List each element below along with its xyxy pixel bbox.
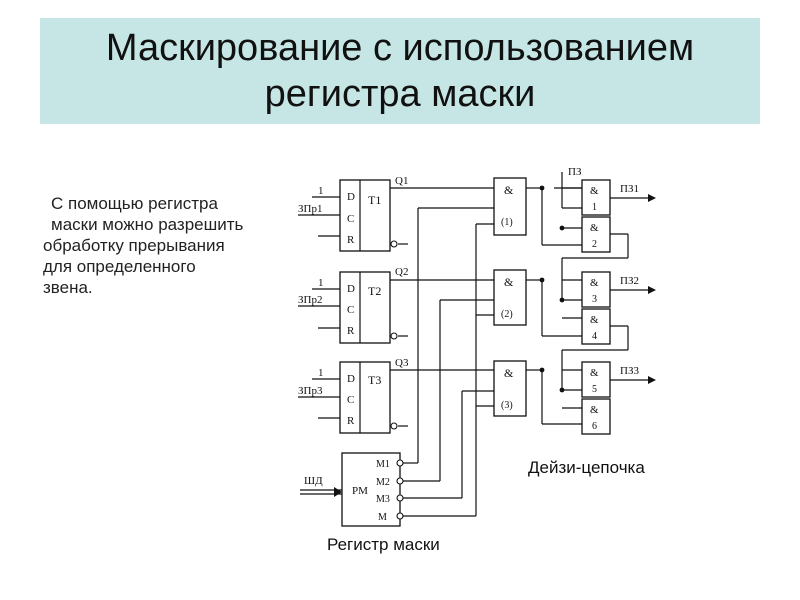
description-line: маски можно разрешить <box>51 215 244 234</box>
trigger-d-label: D <box>347 373 355 385</box>
mask-wires <box>403 207 494 517</box>
output-q3: Q3 <box>395 357 409 369</box>
chain-gate-number: 6 <box>592 421 597 432</box>
chain-gate-number: 5 <box>592 384 597 395</box>
chain-output-2: ПЗ2 <box>620 275 639 287</box>
mask-output-m1: М1 <box>376 459 390 470</box>
trigger-c-label: C <box>347 394 354 406</box>
chain-gate-symbol: & <box>590 277 599 289</box>
mask-output-m3: М3 <box>376 494 390 505</box>
trigger-d-label: D <box>347 191 355 203</box>
description-line: звена. <box>43 278 93 297</box>
trigger-t1: D C R T1 <box>339 179 391 252</box>
chain-output-1: ПЗ1 <box>620 183 639 195</box>
trigger-outputs: Q1 Q2 Q3 <box>390 175 494 430</box>
output-q1: Q1 <box>395 175 408 187</box>
description-text: С помощью регистра маски можно разрешить… <box>43 193 283 298</box>
input-level-3: 1 <box>318 367 324 379</box>
output-q2: Q2 <box>395 266 408 278</box>
and-gate-1: & (1) <box>493 177 527 236</box>
chain-input-label: ПЗ <box>568 166 582 178</box>
chain-output-3: ПЗ3 <box>620 365 639 377</box>
trigger-t3: D C R T3 <box>339 361 391 434</box>
trigger-c-label: C <box>347 304 354 316</box>
mask-output-m2: М2 <box>376 477 390 488</box>
and-gate-label: (3) <box>501 400 513 411</box>
chain-gate-3: & 3 <box>581 271 611 308</box>
title-line-2: регистра маски <box>264 73 536 115</box>
mask-register: РМ М1 М2 М3 М ШД <box>300 452 404 527</box>
and-symbol: & <box>504 183 514 197</box>
trigger-r-label: R <box>347 415 355 427</box>
trigger-name: T2 <box>368 284 381 298</box>
mask-register-caption: Регистр маски <box>327 535 440 554</box>
description-line: С помощью регистра <box>51 194 218 213</box>
and-symbol: & <box>504 275 514 289</box>
input-level-2: 1 <box>318 277 324 289</box>
trigger-d-label: D <box>347 283 355 295</box>
trigger-name: T3 <box>368 373 381 387</box>
input-signal-3: ЗПр3 <box>298 385 323 397</box>
chain-gate-symbol: & <box>590 314 599 326</box>
chain-gate-symbol: & <box>590 404 599 416</box>
and-gate-3: & (3) <box>493 360 527 417</box>
description-line: обработку прерывания <box>43 236 225 255</box>
and-gate-label: (2) <box>501 309 513 320</box>
and-symbol: & <box>504 366 514 380</box>
chain-gate-1: & 1 <box>581 179 611 216</box>
trigger-c-label: C <box>347 213 354 225</box>
chain-gate-number: 2 <box>592 239 597 250</box>
slide-title: Маскирование с использованием регистра м… <box>40 18 760 124</box>
trigger-t2: D C R T2 <box>339 271 391 344</box>
daisy-chain-caption: Дейзи-цепочка <box>528 458 645 477</box>
trigger-r-label: R <box>347 325 355 337</box>
input-signal-1: ЗПр1 <box>298 203 322 215</box>
chain-gate-5: & 5 <box>581 361 611 398</box>
and-gate-2: & (2) <box>493 269 527 326</box>
mask-output-m: М <box>378 512 387 523</box>
trigger-r-label: R <box>347 234 355 246</box>
chain-gate-number: 3 <box>592 294 597 305</box>
mask-register-name: РМ <box>352 485 368 497</box>
chain-gate-symbol: & <box>590 222 599 234</box>
trigger-name: T1 <box>368 193 381 207</box>
chain-gate-2: & 2 <box>581 216 611 253</box>
data-bus-label: ШД <box>304 475 323 487</box>
chain-gate-number: 4 <box>592 331 597 342</box>
chain-gate-number: 1 <box>592 202 597 213</box>
input-level-1: 1 <box>318 185 324 197</box>
description-line: для определенного <box>43 257 196 276</box>
and-gate-label: (1) <box>501 217 513 228</box>
input-signal-2: ЗПр2 <box>298 294 322 306</box>
title-line-1: Маскирование с использованием <box>105 27 695 69</box>
chain-wires: ПЗ ПЗ1 ПЗ2 <box>526 166 656 425</box>
chain-gate-4: & 4 <box>581 308 611 345</box>
chain-gate-6: & 6 <box>581 398 611 435</box>
chain-gate-symbol: & <box>590 367 599 379</box>
chain-gate-symbol: & <box>590 185 599 197</box>
trigger-inputs: 1 ЗПр1 1 ЗПр2 1 ЗПр3 <box>298 185 340 419</box>
